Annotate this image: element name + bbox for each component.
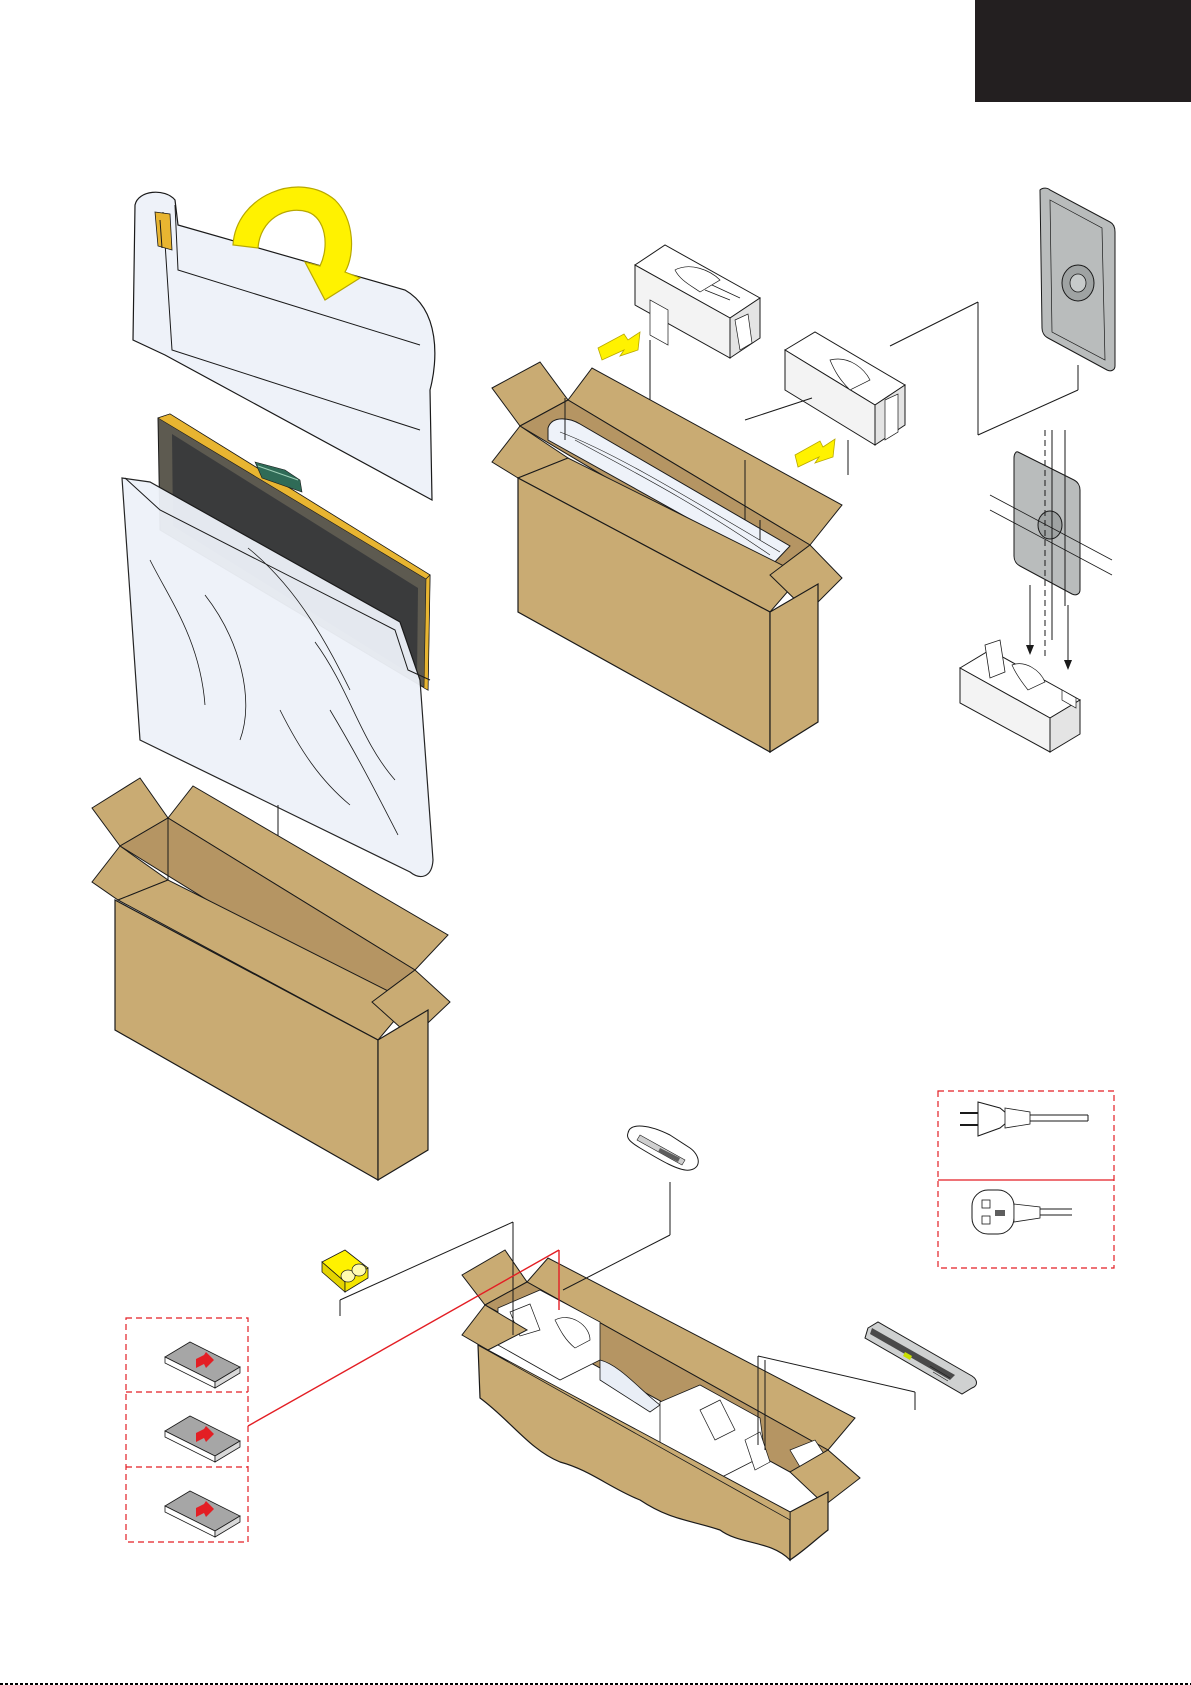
power-cord-euro — [960, 1102, 1088, 1136]
manual-1 — [165, 1342, 240, 1388]
accessory-carton — [462, 1250, 860, 1560]
manual-3 — [165, 1491, 240, 1537]
stand-foam-block — [960, 640, 1080, 752]
slide-arrow-icon — [795, 439, 835, 467]
batteries — [322, 1250, 368, 1292]
power-cord-uk — [972, 1190, 1072, 1234]
remote-holder — [628, 1126, 699, 1170]
remote-control — [865, 1322, 977, 1394]
carton-with-panel — [492, 362, 842, 752]
foam-cushion-left — [635, 245, 760, 358]
slide-arrow-icon — [598, 332, 640, 360]
tv-panel-in-bag — [122, 414, 433, 876]
stand-plate — [1040, 188, 1115, 371]
foam-cushion-right — [785, 332, 905, 445]
down-arrow-icon — [1064, 605, 1072, 670]
down-arrow-icon — [1026, 585, 1034, 655]
stand-plate-mounted — [990, 430, 1112, 660]
manual-2 — [165, 1416, 240, 1462]
